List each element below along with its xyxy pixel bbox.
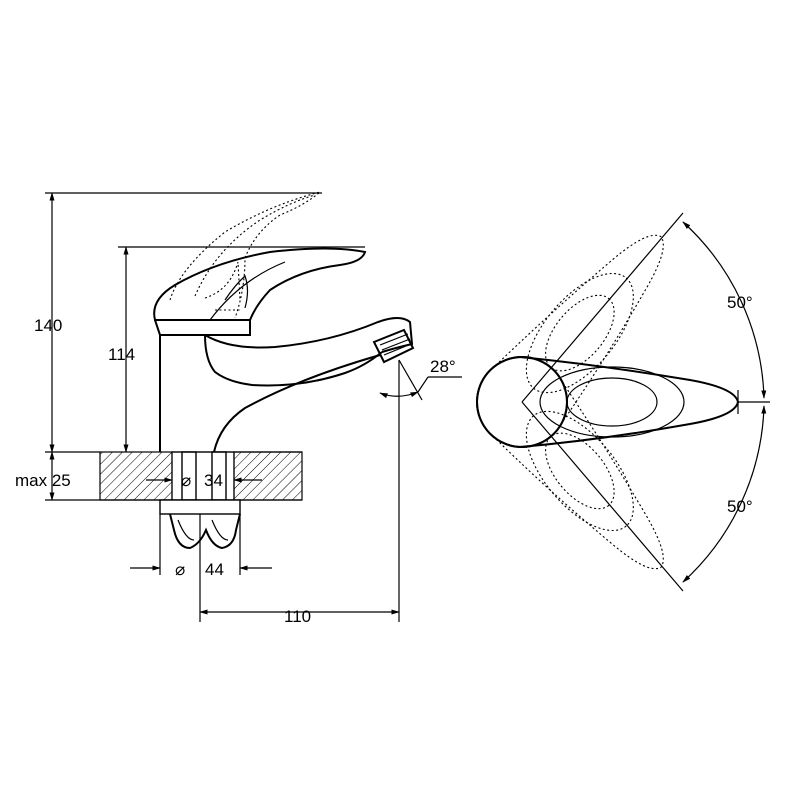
- lever-handle-top: [476, 356, 740, 448]
- mounting-nut: [159, 499, 241, 550]
- faucet-body: [154, 317, 415, 453]
- dim-spout-reach-label: 110: [284, 607, 311, 626]
- dim-total-height: [45, 192, 322, 453]
- dim-spout-height-label: 114: [108, 345, 135, 364]
- dim-nut-diameter-label: 44: [205, 560, 224, 579]
- lever-handle: [153, 247, 367, 321]
- dim-spout-height: [118, 246, 365, 453]
- dim-spout-angle-label: 28°: [430, 357, 456, 376]
- dim-spout-reach: [199, 360, 400, 622]
- lever-handle-top-rotated-up: [485, 234, 664, 433]
- lever-handle-top-rotated-down: [485, 371, 664, 570]
- diameter-symbol-44: ⌀: [175, 560, 185, 579]
- dim-total-height-label: 140: [34, 316, 62, 335]
- top-view: 50° 50°: [476, 212, 770, 592]
- dim-max-thickness: [45, 451, 100, 501]
- dim-lever-angle-bottom-label: 50°: [727, 497, 753, 516]
- side-view: 140 114 max 25 ⌀ 34 ⌀ 44: [15, 191, 462, 626]
- diameter-symbol-34: ⌀: [181, 471, 191, 490]
- dim-hole-diameter-label: 34: [204, 471, 223, 490]
- dim-nut-diameter: [130, 514, 272, 575]
- countertop-section: [99, 451, 303, 501]
- dim-max-thickness-label: max 25: [15, 471, 71, 490]
- dim-lever-angle-top-label: 50°: [727, 293, 753, 312]
- dim-lever-rotation: [521, 212, 770, 592]
- dim-spout-angle: [379, 359, 462, 401]
- lever-handle-raised-outline: [169, 191, 321, 319]
